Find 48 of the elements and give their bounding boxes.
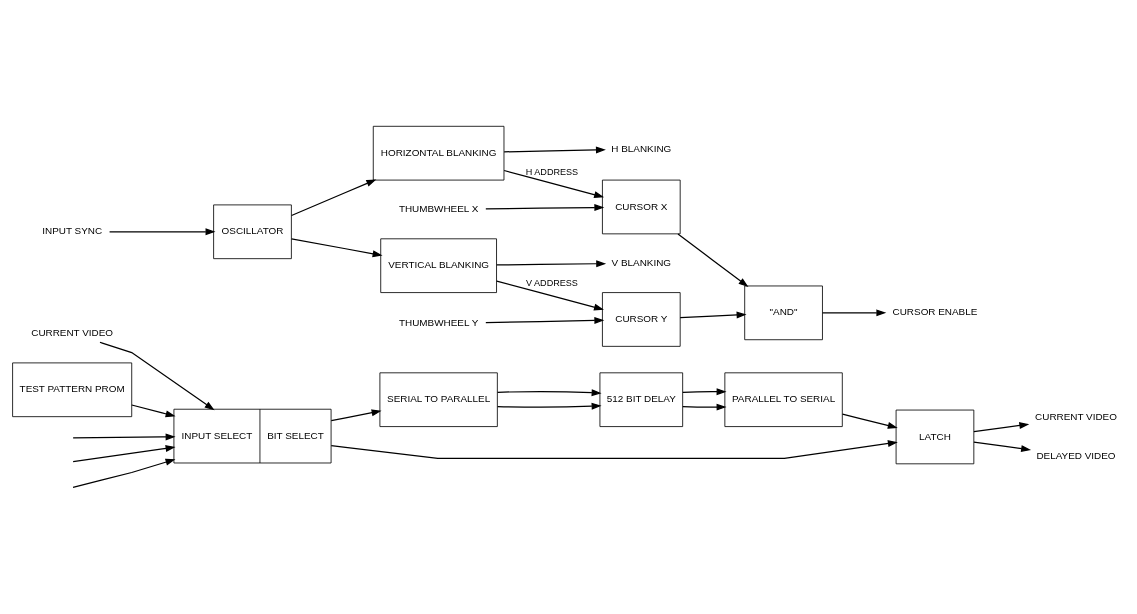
arrow (485, 316, 605, 324)
node-text: CURRENT VIDEO (1035, 411, 1117, 423)
node-box: TEST PATTERN PROM (12, 362, 133, 418)
arrow (503, 146, 606, 154)
edge-label: V ADDRESS (525, 278, 578, 289)
node-text: THUMBWHEEL Y (398, 317, 479, 329)
arrow (72, 445, 176, 463)
node-box: VERTICAL BLANKING (380, 238, 497, 293)
node-box: LATCH (895, 409, 975, 465)
arrow (682, 388, 727, 396)
arrow (682, 403, 727, 411)
edge-label: H ADDRESS (525, 166, 579, 177)
node-text: CURRENT VIDEO (31, 327, 114, 339)
arrow (677, 233, 749, 288)
arrow (99, 341, 215, 411)
node-box: OSCILLATOR (213, 204, 292, 260)
node-box: HORIZONTAL BLANKING (372, 125, 505, 181)
arrow (330, 409, 382, 422)
arrow (290, 238, 383, 258)
arrow (108, 228, 216, 236)
arrow (72, 433, 176, 441)
node-box: 512 BIT DELAY (599, 372, 684, 427)
node-text: THUMBWHEEL X (398, 203, 479, 215)
node-text: DELAYED VIDEO (1036, 449, 1116, 461)
arrow (973, 422, 1030, 433)
node-text: V BLANKING (611, 256, 672, 268)
arrow (497, 402, 602, 410)
arrow (497, 389, 602, 397)
arrow (503, 169, 605, 198)
arrow (496, 280, 604, 311)
arrow (679, 311, 747, 319)
node-box: CURSOR X (602, 179, 681, 235)
node-box: CURSOR Y (602, 292, 681, 347)
arrow (485, 204, 605, 211)
node-text: H BLANKING (611, 142, 672, 154)
node-box: PARALLEL TO SERIAL (724, 372, 843, 427)
arrow (131, 404, 176, 418)
node-box: "AND" (744, 285, 823, 341)
arrow (330, 440, 898, 460)
arrow (290, 179, 377, 217)
node-box: SERIAL TO PARALLEL (379, 372, 498, 427)
arrow (841, 413, 898, 429)
arrow (72, 458, 176, 488)
arrow (973, 441, 1032, 453)
arrow (496, 260, 607, 268)
node-text: CURSOR ENABLE (892, 306, 978, 318)
node-text: INPUT SYNC (42, 225, 103, 237)
arrow (821, 309, 887, 317)
